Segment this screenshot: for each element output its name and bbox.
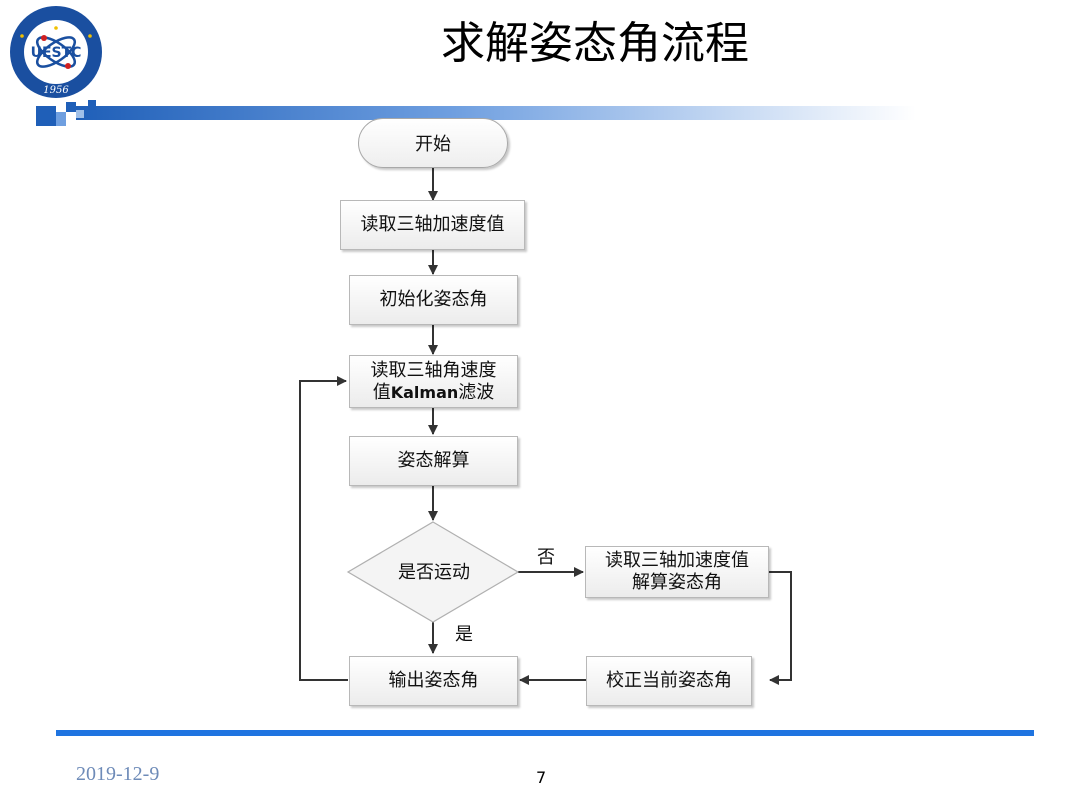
kalman-text: Kalman — [390, 382, 459, 402]
decision-label: 是否运动 — [398, 562, 470, 583]
arrow-right-to-correct — [769, 571, 792, 685]
footer-divider — [56, 730, 1034, 736]
start-label: 开始 — [415, 134, 451, 155]
step-output-attitude-label: 输出姿态角 — [388, 670, 479, 691]
step-read-gyro-prefix: 值 — [372, 381, 391, 403]
step-attitude-solve-label: 姿态解算 — [397, 450, 470, 471]
step-read-accel-label: 读取三轴加速度值 — [360, 214, 505, 235]
page-number: 7 — [536, 768, 547, 787]
step-read-gyro-line2: 值Kalman滤波 — [373, 382, 495, 404]
step-read-gyro-suffix: 滤波 — [458, 381, 495, 403]
step-reread-line1: 读取三轴加速度值 — [605, 550, 749, 571]
no-branch-label: 否 — [537, 547, 555, 568]
step-init-attitude-label: 初始化姿态角 — [379, 289, 488, 310]
step-correct-attitude-label: 校正当前姿态角 — [606, 670, 732, 691]
logo-text: UESTC — [31, 45, 82, 61]
step-correct-attitude: 校正当前姿态角 — [586, 656, 752, 706]
step-read-gyro-kalman: 读取三轴角速度 值Kalman滤波 — [349, 355, 518, 408]
step-read-accel: 读取三轴加速度值 — [340, 200, 525, 250]
decision-diamond — [346, 521, 520, 623]
university-logo: UESTC 1956 — [10, 6, 102, 98]
arrow-loop-back — [299, 376, 348, 681]
footer-date: 2019-12-9 — [76, 763, 160, 785]
header-gradient-bar — [36, 100, 916, 126]
step-reread-line2: 解算姿态角 — [632, 572, 722, 593]
step-init-attitude: 初始化姿态角 — [349, 275, 518, 325]
logo-year: 1956 — [43, 85, 69, 96]
start-terminator: 开始 — [358, 118, 508, 168]
step-output-attitude: 输出姿态角 — [349, 656, 518, 706]
slide-title: 求解姿态角流程 — [441, 18, 749, 69]
yes-branch-label: 是 — [455, 624, 473, 645]
step-read-gyro-line1: 读取三轴角速度 — [370, 359, 497, 381]
step-reread-accel-solve: 读取三轴加速度值 解算姿态角 — [585, 546, 769, 598]
step-attitude-solve: 姿态解算 — [349, 436, 518, 486]
